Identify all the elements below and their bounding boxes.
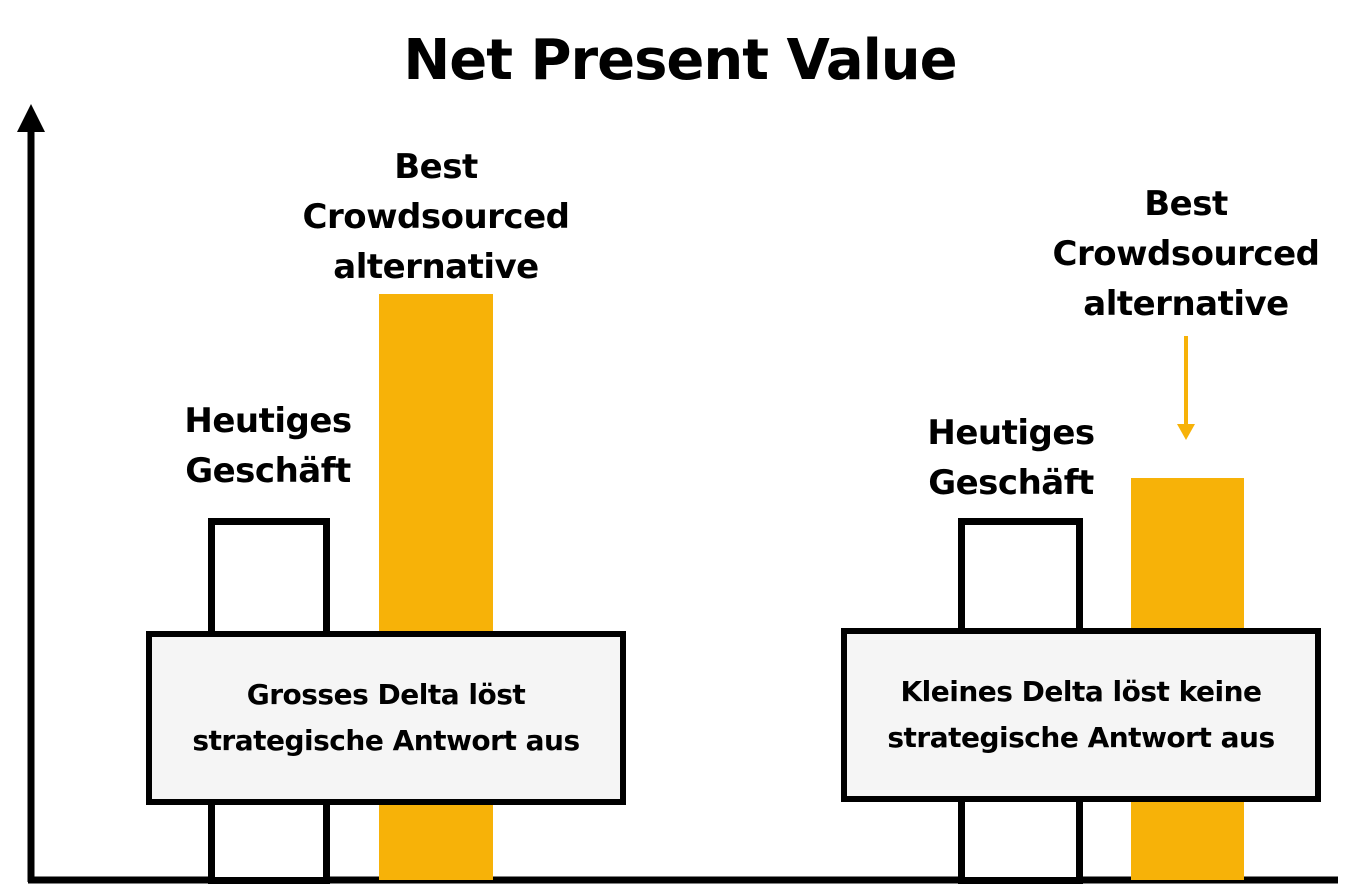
delta-text-left: Grosses Delta löst strategische Antwort … — [192, 678, 580, 757]
down-arrow-icon — [1177, 336, 1195, 440]
best-alternative-label-left: Best Crowdsourced alternative — [302, 147, 570, 287]
delta-text-right: Kleines Delta löst keine strategische An… — [887, 675, 1275, 754]
diagram-title: Net Present Value — [403, 28, 957, 93]
delta-box-left: Grosses Delta löst strategische Antwort … — [146, 631, 626, 805]
delta-box-right: Kleines Delta löst keine strategische An… — [841, 628, 1321, 802]
current-business-label-right: Heutiges Geschäft — [927, 413, 1095, 503]
current-business-label-left: Heutiges Geschäft — [184, 401, 352, 491]
best-alternative-label-right: Best Crowdsourced alternative — [1052, 184, 1320, 324]
y-axis-arrow-icon — [17, 104, 45, 132]
